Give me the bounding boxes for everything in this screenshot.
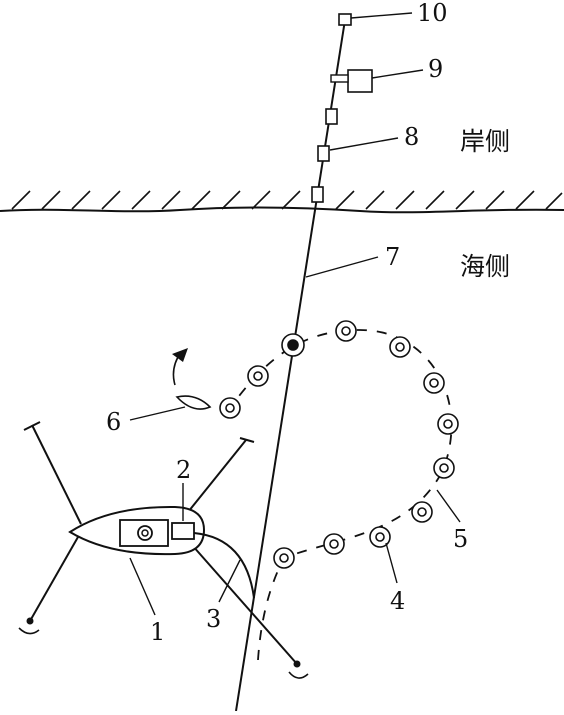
arrow-head-icon	[172, 348, 188, 362]
float-buoy	[335, 320, 357, 342]
tensioner-2	[171, 522, 195, 540]
callout-3: 3	[206, 605, 221, 633]
callout-10: 10	[417, 0, 448, 27]
float-buoy	[323, 533, 345, 555]
callout-1: 1	[150, 618, 165, 646]
anchor-line	[191, 544, 298, 665]
anchor-icon	[26, 617, 34, 625]
anchor-line-tip	[23, 421, 41, 431]
float-buoy-4	[369, 526, 391, 548]
callout-7: 7	[385, 243, 400, 271]
shore-equipment	[311, 13, 373, 203]
float-buoys	[219, 320, 459, 569]
float-buoy	[389, 336, 411, 358]
anchor-fluke	[288, 671, 309, 679]
sea-side-label: 海侧	[460, 252, 510, 281]
anchor-icon	[293, 660, 301, 668]
callout-6: 6	[106, 408, 121, 436]
float-buoy-crossing	[281, 333, 305, 357]
barge-group	[18, 421, 309, 679]
anchor-line-tip	[239, 437, 255, 443]
pulley-block-8	[317, 145, 330, 162]
pipe-head-6	[175, 395, 212, 410]
reel-icon	[137, 525, 153, 541]
pipe-stinger-3	[193, 532, 255, 599]
callout-2: 2	[176, 456, 191, 484]
callout-4: 4	[390, 587, 405, 615]
reel-hub	[141, 529, 149, 537]
anchor-line	[31, 424, 82, 525]
anchor-fluke	[18, 627, 40, 635]
callout-5: 5	[453, 525, 468, 553]
callout-9: 9	[428, 55, 443, 83]
callout-8: 8	[404, 123, 419, 151]
float-buoy	[273, 547, 295, 569]
pulley-block-upper	[325, 108, 338, 125]
pulley-block-shore	[311, 186, 324, 203]
shoreline	[0, 190, 564, 214]
float-buoy	[247, 365, 269, 387]
winch-drum	[330, 74, 349, 83]
anchor-block-10	[338, 13, 352, 26]
barge-deckhouse	[119, 519, 169, 547]
anchor-line	[179, 439, 247, 523]
winch-9	[347, 69, 373, 93]
float-buoy	[219, 397, 241, 419]
float-buoy	[433, 457, 455, 479]
float-buoy	[437, 413, 459, 435]
float-buoy	[411, 501, 433, 523]
anchor-line	[29, 529, 83, 622]
shore-side-label: 岸侧	[460, 127, 510, 156]
float-buoy	[423, 372, 445, 394]
callouts: 1 2 3 4 5 6 7 8 9 10	[106, 0, 468, 646]
